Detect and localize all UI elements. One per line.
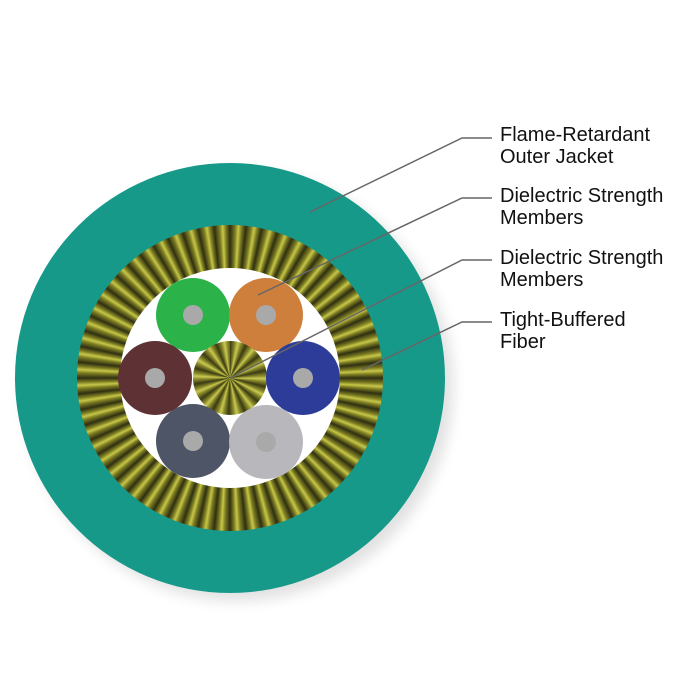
fiber-core — [183, 431, 203, 451]
label-line: Dielectric Strength — [500, 185, 664, 207]
label-line: Members — [500, 269, 584, 291]
label-line: Flame-Retardant — [500, 124, 651, 146]
label-line: Dielectric Strength — [500, 247, 664, 269]
fiber-core — [256, 305, 276, 325]
label-line: Members — [500, 207, 584, 229]
fiber-slate — [156, 404, 230, 478]
fiber-core — [293, 368, 313, 388]
label-strength-members-2: Dielectric Strength Members — [500, 247, 663, 291]
fiber-brown — [118, 341, 192, 415]
label-line: Fiber — [500, 331, 546, 353]
fiber-orange — [229, 278, 303, 352]
label-line: Tight-Buffered — [500, 309, 626, 331]
fiber-core — [145, 368, 165, 388]
leader-line-fiber — [361, 321, 492, 371]
leader-line-strength-1 — [257, 197, 492, 296]
label-strength-members-1: Dielectric Strength Members — [500, 185, 663, 229]
fiber-green — [156, 278, 230, 352]
label-outer-jacket: Flame-Retardant Outer Jacket — [500, 124, 650, 168]
label-tight-buffered-fiber: Tight-Buffered Fiber — [500, 309, 626, 353]
fiber-core — [256, 432, 276, 452]
fiber-core — [183, 305, 203, 325]
leader-line-strength-2 — [229, 259, 492, 379]
fiber-gray — [229, 405, 303, 479]
leader-line-jacket — [309, 137, 492, 213]
label-line: Outer Jacket — [500, 146, 614, 168]
